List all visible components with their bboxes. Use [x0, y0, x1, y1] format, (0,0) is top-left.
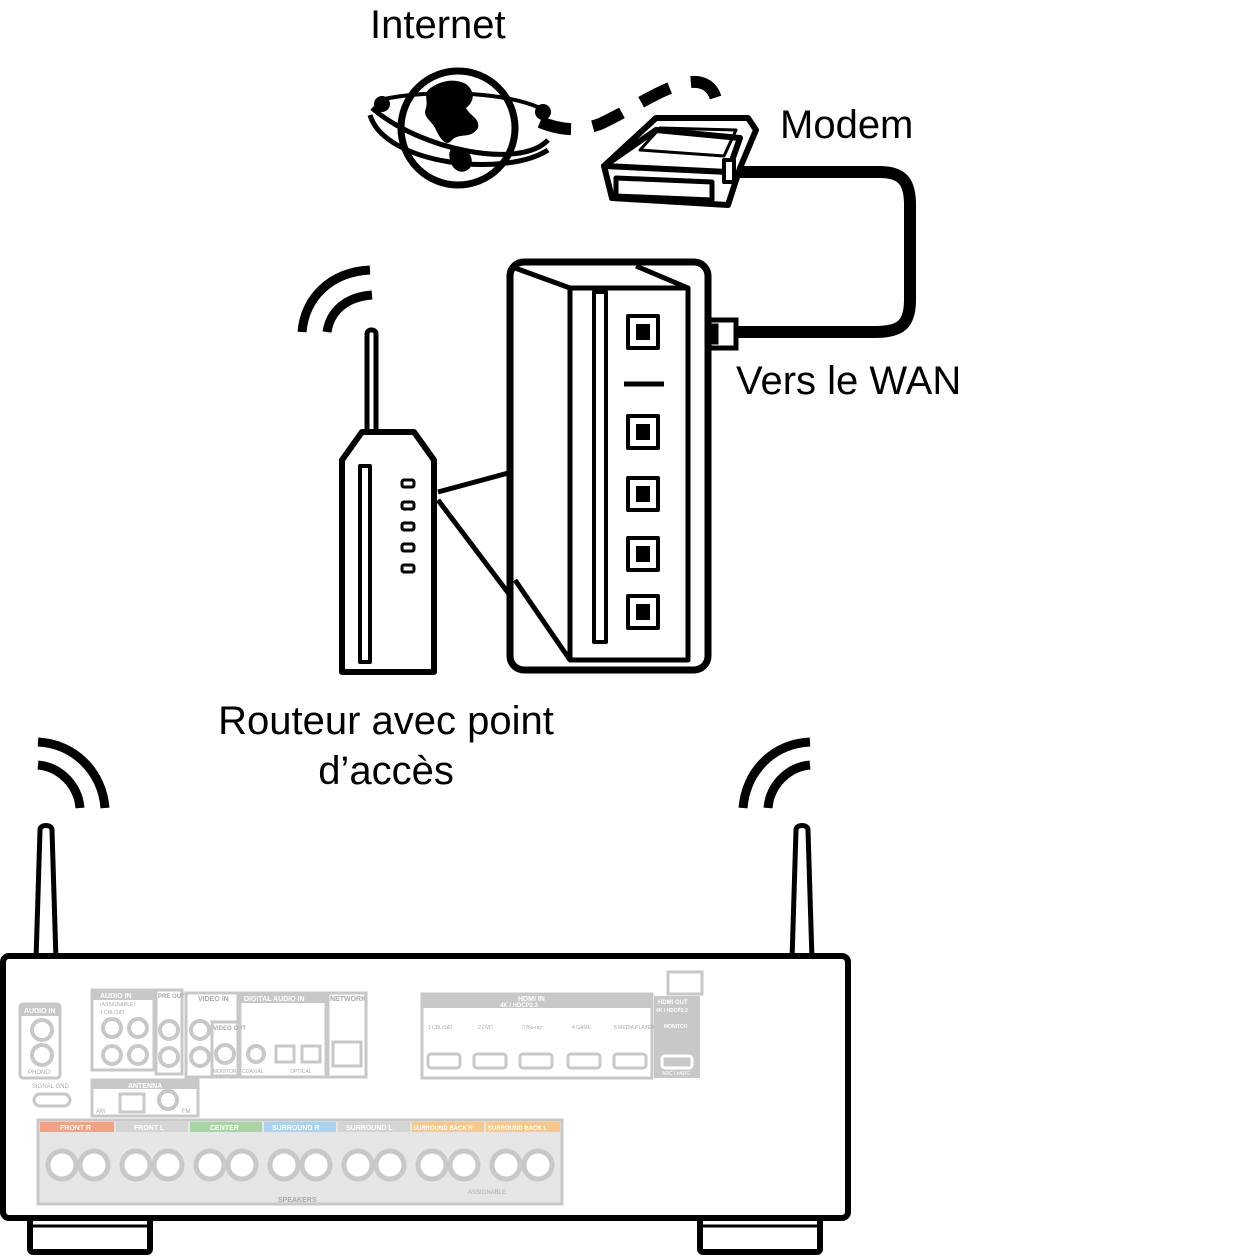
lan-port-icon — [626, 476, 660, 512]
label-video-monitor: MONITOR — [213, 1069, 237, 1075]
label-phono: PHONO — [28, 1070, 50, 1076]
label-digital-audio-in: DIGITAL AUDIO IN — [244, 996, 305, 1003]
router-icon — [339, 327, 437, 675]
label-hdmi-in-4: 4 GAME — [572, 1025, 592, 1031]
wan-label: Vers le WAN — [736, 359, 962, 403]
speaker-terminals: FRONT R FRONT L CENTER SURROUND R SURROU… — [36, 1118, 564, 1206]
label-hdmi-spec: 4K / HDCP2.3 — [500, 1003, 539, 1009]
router-label: Routeur avec point d’accès — [186, 696, 586, 796]
network-port-block: NETWORK — [326, 991, 368, 1079]
label-audio-in-group: AUDIO IN — [100, 993, 132, 1000]
audio-in-block: AUDIO IN (ASSIGNABLE) 1 CBL/SAT — [90, 988, 156, 1072]
label-antenna: ANTENNA — [128, 1083, 162, 1090]
label-audio-in-phono: AUDIO IN — [24, 1008, 56, 1015]
label-front-l: FRONT L — [134, 1125, 165, 1132]
wan-cable — [735, 166, 916, 338]
pre-out-block: PRE OUT — [154, 988, 185, 1076]
globe-icon — [367, 67, 551, 189]
label-hdmi-in-3: 3 Blu-ray — [522, 1025, 543, 1031]
label-video-in: VIDEO IN — [198, 996, 229, 1003]
hdmi-in-block: HDMI IN 4K / HDCP2.3 1 CBL/SAT 2 DVD 3 B… — [420, 992, 655, 1080]
lan-port-icon — [626, 414, 660, 450]
label-assignable-sp: ASSIGNABLE — [468, 1190, 506, 1196]
video-block: VIDEO IN VIDEO OUT MONITOR — [184, 991, 246, 1079]
lan-port-icon — [626, 536, 660, 572]
router-label-line2: d’accès — [318, 749, 454, 793]
label-hdmi-out-spec: 4K / HDCP2.3 — [656, 1008, 688, 1014]
router-label-line1: Routeur avec point — [218, 699, 554, 743]
label-surround-l: SURROUND L — [346, 1125, 393, 1132]
internet-link-dashed — [537, 75, 724, 135]
label-surround-back-l: SURROUND BACK L — [488, 1126, 547, 1132]
label-arc: ARC / eARC — [662, 1071, 690, 1077]
label-video-out: VIDEO OUT — [213, 1026, 246, 1032]
label-front-r: FRONT R — [60, 1125, 91, 1132]
label-pre-out: PRE OUT — [158, 994, 185, 1000]
modem-label: Modem — [780, 103, 914, 147]
digital-audio-block: DIGITAL AUDIO IN COAXIAL OPTICAL — [238, 991, 328, 1079]
label-optical: OPTICAL — [290, 1069, 312, 1075]
zoom-callout-lines — [436, 469, 514, 600]
label-network: NETWORK — [330, 996, 366, 1003]
label-surround-back-r: SURROUND BACK R — [413, 1126, 473, 1132]
label-hdmi-out: HDMI OUT — [658, 1000, 688, 1006]
label-surround-r: SURROUND R — [272, 1125, 319, 1132]
label-speakers: SPEAKERS — [278, 1197, 317, 1204]
label-hdmi-out-monitor: MONITOR — [664, 1024, 688, 1030]
av-receiver-rear: AUDIO IN PHONO SIGNAL GND AUDIO IN (ASSI… — [0, 953, 851, 1255]
label-fm: FM — [182, 1109, 191, 1115]
router-wifi-icon — [297, 265, 373, 333]
receiver-wifi-icon-right — [738, 737, 811, 809]
label-audio-assignable: (ASSIGNABLE) — [100, 1002, 135, 1008]
label-hdmi-in-5: 5 MEDIA PLAYER — [614, 1025, 655, 1031]
label-audio-cbl: 1 CBL/SAT — [100, 1010, 125, 1016]
label-signal-gnd: SIGNAL GND — [32, 1084, 69, 1090]
label-hdmi-in-1: 1 CBL/SAT — [428, 1025, 453, 1031]
lan-port-icon — [626, 594, 660, 630]
label-coaxial: COAXIAL — [242, 1069, 264, 1075]
hdmi-out-block: HDMI OUT 4K / HDCP2.3 MONITOR ARC / eARC — [654, 970, 704, 1078]
router-rear-panel-detail — [506, 258, 712, 674]
label-hdmi-in: HDMI IN — [518, 996, 545, 1003]
label-am: AM — [96, 1109, 105, 1115]
wan-port-icon — [626, 314, 660, 350]
label-hdmi-in-2: 2 DVD — [478, 1025, 493, 1031]
label-center: CENTER — [210, 1125, 239, 1132]
antenna-block: ANTENNA AM FM — [90, 1078, 200, 1118]
phono-input-block: AUDIO IN PHONO SIGNAL GND — [18, 1002, 72, 1108]
receiver-wifi-icon-left — [37, 737, 110, 809]
internet-label: Internet — [370, 3, 506, 47]
modem-icon — [601, 115, 759, 208]
